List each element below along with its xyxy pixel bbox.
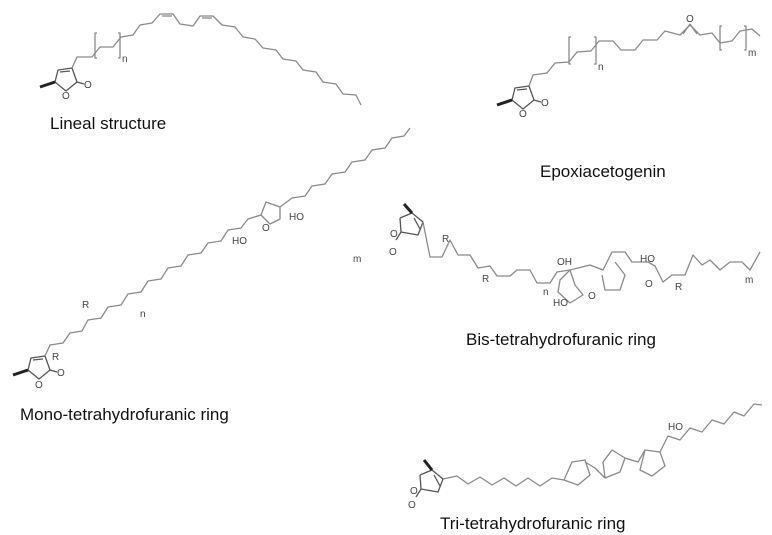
atom-o: O — [410, 486, 418, 497]
atom-o: O — [541, 98, 549, 109]
caption-lineal-structure: Lineal structure — [50, 114, 167, 133]
lineal-structure — [39, 13, 362, 106]
atom-o: O — [35, 380, 43, 391]
atom-n: n — [543, 287, 549, 298]
tri-thf-structure — [415, 403, 763, 498]
atom-o: O — [408, 500, 416, 511]
carbonyl — [76, 81, 85, 85]
caption-epoxiacetogenin: Epoxiacetogenin — [540, 162, 666, 181]
epoxiacetogenin-structure — [496, 23, 761, 110]
atom-o: O — [84, 80, 92, 91]
atom-m: m — [748, 48, 756, 59]
bracket — [94, 32, 97, 59]
atom-o: O — [645, 279, 653, 290]
atom-o: O — [390, 229, 398, 240]
atom-oh: OH — [557, 257, 572, 268]
atom-o: O — [62, 91, 70, 102]
bis-thf-structure — [395, 203, 761, 304]
atom-o: O — [57, 368, 65, 379]
atom-ho: HO — [232, 236, 247, 247]
bracket — [118, 32, 121, 59]
atom-ho: HO — [553, 298, 568, 309]
atom-m: m — [353, 254, 361, 265]
atom-m: m — [745, 275, 753, 286]
alkyl-chain — [71, 13, 362, 106]
atom-n: n — [140, 309, 146, 320]
atom-r: R — [82, 300, 89, 311]
atom-ho: HO — [640, 254, 655, 265]
mono-thf-structure — [12, 127, 411, 380]
atom-ho: HO — [289, 212, 304, 223]
caption-bis-thf: Bis-tetrahydrofuranic ring — [466, 330, 656, 349]
atom-o: O — [262, 223, 270, 234]
atom-o: O — [686, 14, 694, 25]
atom-n: n — [122, 54, 128, 65]
atom-r: R — [482, 274, 489, 285]
double-bond — [59, 70, 71, 73]
methyl-wedge — [39, 80, 56, 89]
lactone-ring — [54, 67, 78, 92]
atom-o: O — [389, 247, 397, 258]
atom-r: R — [52, 352, 59, 363]
atom-ho: HO — [668, 422, 683, 433]
atom-n: n — [598, 62, 604, 73]
atom-o: O — [519, 109, 527, 120]
caption-mono-thf: Mono-tetrahydrofuranic ring — [20, 405, 229, 424]
atom-r: R — [442, 234, 449, 245]
caption-tri-thf: Tri-tetrahydrofuranic ring — [440, 514, 626, 533]
atom-r: R — [675, 282, 682, 293]
atom-o: O — [588, 291, 596, 302]
